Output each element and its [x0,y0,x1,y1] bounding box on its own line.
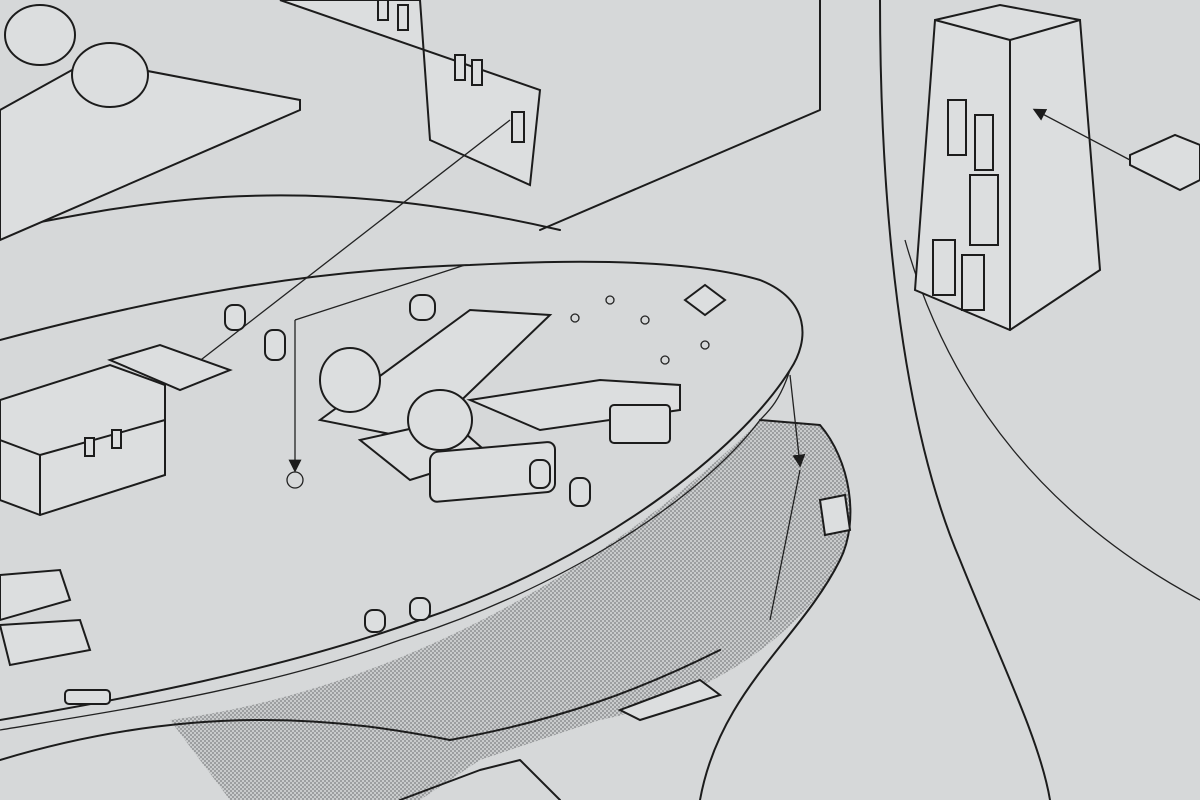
gun-mount [317,308,681,482]
deck-hatch [429,441,556,503]
tower-arrow [1032,108,1131,161]
main-deck [0,260,804,721]
deckhouse-arrow [172,119,511,382]
top-diagonal [0,194,561,231]
hull-bottom-line [399,759,561,800]
mast-line-right [904,239,1200,601]
hull-guide-line [769,469,801,621]
deckhouse-top [0,0,542,242]
deck-guide-line [294,264,466,321]
hull-lower-line [0,649,721,761]
mast-line-left [879,0,1051,800]
mount-hole [286,471,304,489]
top-diagonal-2 [539,0,821,231]
deck-holes [570,295,710,365]
drop-arrow-right [789,374,806,468]
hull-side-hatched [170,420,851,800]
tower-small-part [1129,133,1200,192]
deckhouse-lower [0,343,233,517]
tower-part [913,3,1102,332]
deck-edge [0,369,791,731]
bollards [0,283,727,705]
hull-fittings [617,493,852,722]
hull-outline [699,419,852,800]
